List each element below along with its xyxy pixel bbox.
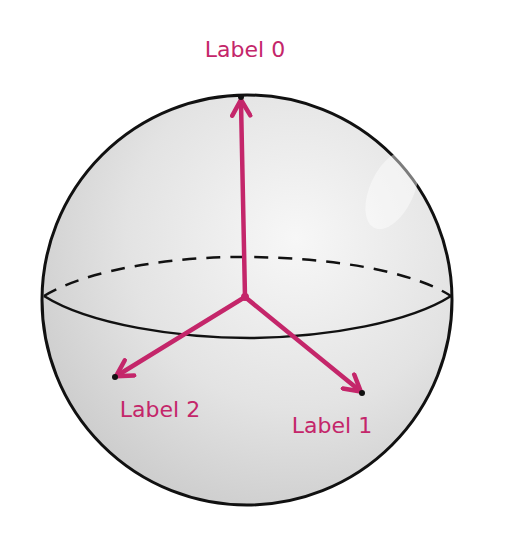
axis-arrow <box>245 297 359 390</box>
tip-dot <box>359 390 365 396</box>
axis-label: Label 1 <box>292 414 372 438</box>
axis-label: Label 2 <box>120 398 200 422</box>
axis-arrow <box>118 297 245 375</box>
axis-arrows <box>118 102 359 390</box>
tip-dot <box>112 374 118 380</box>
equator-front <box>44 296 451 338</box>
tip-dot <box>238 94 244 100</box>
highlight <box>354 143 429 238</box>
sphere <box>42 95 452 505</box>
origin-dot <box>241 293 249 301</box>
equator-back <box>44 257 451 296</box>
axis-label: Label 0 <box>205 38 285 62</box>
axis-arrow <box>241 102 245 297</box>
